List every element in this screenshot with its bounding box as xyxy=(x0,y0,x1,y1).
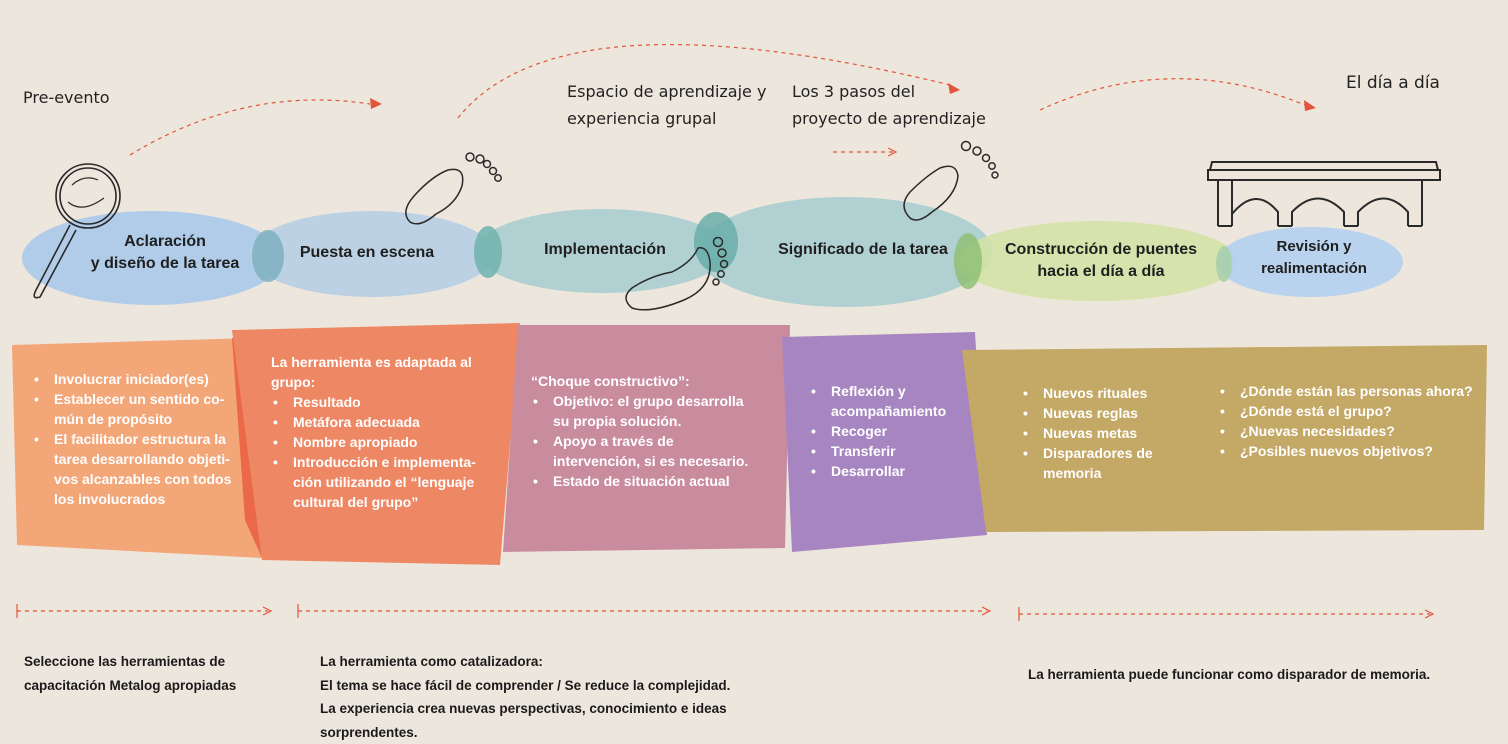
overlap-1 xyxy=(252,230,284,282)
label-dia-a-dia: El día a día xyxy=(1346,73,1440,93)
phase-ellipse-6 xyxy=(1217,227,1403,297)
panel-6: ¿Dónde están las personas ahora? ¿Dónde … xyxy=(1218,381,1486,461)
label-espacio-line-2: experiencia grupal xyxy=(567,109,717,128)
overlap-3 xyxy=(694,212,738,272)
panel-6-list: ¿Dónde están las personas ahora? ¿Dónde … xyxy=(1218,381,1486,461)
footprint-icon-2 xyxy=(625,236,729,311)
panel-4-item-1: Reflexión y acompañamiento xyxy=(811,381,969,421)
dashed-arrows xyxy=(17,43,1430,615)
phase-label-1-line-2: y diseño de la tarea xyxy=(90,255,240,272)
panel-2-item-3: Nombre apropiado xyxy=(273,432,489,452)
bottom-left-line-2: capacitación Metalog apropiadas xyxy=(24,677,237,693)
label-pasos-line-2: proyecto de aprendizaje xyxy=(792,109,986,128)
panel-3-list: Objetivo: el grupo desarrolla su propia … xyxy=(531,391,759,491)
label-pasos-line-1: Los 3 pasos del xyxy=(792,82,916,101)
panel-3-item-3: Estado de situación actual xyxy=(533,471,759,491)
panel-2-item-4: Introducción e implementa-ción utilizand… xyxy=(273,452,489,512)
panel-1-item-1: Involucrar iniciador(es) xyxy=(34,369,237,389)
phase-label-5-line-1: Construcción de puentes xyxy=(1004,241,1198,258)
phase-label-3: Implementación xyxy=(544,241,666,258)
panel-5: Nuevos rituales Nuevas reglas Nuevas met… xyxy=(1021,383,1181,483)
panel-1-item-3: El facilitador estructura la tarea desar… xyxy=(34,429,237,509)
overlap-4 xyxy=(954,233,982,289)
panel-2: La herramienta es adaptada al grupo: Res… xyxy=(271,352,489,512)
panel-3-item-2: Apoyo a través de intervención, si es ne… xyxy=(533,431,759,471)
panel-6-item-3: ¿Nuevas necesidades? xyxy=(1220,421,1486,441)
panel-2-list: Resultado Metáfora adecuada Nombre aprop… xyxy=(271,392,489,512)
phase-label-1: Aclaración y diseño de la tarea xyxy=(70,231,260,275)
panel-5-item-2: Nuevas reglas xyxy=(1023,403,1181,423)
arrow-heads xyxy=(370,83,1316,111)
overlap-2 xyxy=(474,226,502,278)
panel-1-list: Involucrar iniciador(es) Establecer un s… xyxy=(32,369,237,509)
label-espacio: Espacio de aprendizaje y experiencia gru… xyxy=(567,78,766,132)
panel-5-item-1: Nuevos rituales xyxy=(1023,383,1181,403)
panel-3-intro: “Choque constructivo”: xyxy=(531,373,690,389)
panel-4-list: Reflexión y acompañamiento Recoger Trans… xyxy=(809,381,969,481)
panel-2-intro: La herramienta es adaptada al grupo: xyxy=(271,354,472,390)
arrow-chevrons xyxy=(16,147,1435,621)
bridge-icon xyxy=(1207,161,1441,227)
bottom-left-line-1: Seleccione las herramientas de xyxy=(24,654,226,669)
footprint-icon xyxy=(405,152,502,225)
label-pre-evento: Pre-evento xyxy=(23,88,110,107)
phase-label-6: Revisión y realimentación xyxy=(1228,236,1400,280)
panel-6-item-4: ¿Posibles nuevos objetivos? xyxy=(1220,441,1486,461)
panel-4-item-4: Desarrollar xyxy=(811,461,969,481)
phase-label-1-line-1: Aclaración xyxy=(124,233,206,250)
phase-label-5: Construcción de puentes hacia el día a d… xyxy=(986,239,1216,283)
bottom-text-left: Seleccione las herramientas de capacitac… xyxy=(24,650,284,697)
bottom-text-middle: La herramienta como catalizadora: El tem… xyxy=(320,650,790,744)
bottom-middle-line-2: El tema se hace fácil de comprender / Se… xyxy=(320,677,731,693)
overlap-5 xyxy=(1216,246,1232,282)
panel-5-item-3: Nuevas metas xyxy=(1023,423,1181,443)
panel-1-item-2: Establecer un sentido co-mún de propósit… xyxy=(34,389,237,429)
panel-4-item-2: Recoger xyxy=(811,421,969,441)
label-pasos: Los 3 pasos del proyecto de aprendizaje xyxy=(792,78,986,132)
label-espacio-line-1: Espacio de aprendizaje y xyxy=(567,82,767,101)
panel-3: “Choque constructivo”: Objetivo: el grup… xyxy=(531,371,759,491)
panel-5-item-4: Disparadores de memoria xyxy=(1023,443,1181,483)
panel-2-item-2: Metáfora adecuada xyxy=(273,412,489,432)
phase-ellipse-3 xyxy=(477,209,727,293)
phase-label-4: Significado de la tarea xyxy=(778,241,948,258)
bottom-text-right: La herramienta puede funcionar como disp… xyxy=(1028,667,1431,682)
footprint-icon-3 xyxy=(903,140,999,221)
phase-label-6-line-1: Revisión y xyxy=(1276,238,1352,255)
phase-label-6-line-2: realimentación xyxy=(1261,260,1367,277)
bottom-middle-line-1: La herramienta como catalizadora: xyxy=(320,654,543,669)
phase-label-2: Puesta en escena xyxy=(299,244,435,261)
phase-ellipse-1 xyxy=(22,211,282,305)
phase-ellipse-4 xyxy=(697,197,993,307)
panel-3-item-1: Objetivo: el grupo desarrolla su propia … xyxy=(533,391,759,431)
phase-ellipse-2 xyxy=(250,211,494,297)
panel-4-item-3: Transferir xyxy=(811,441,969,461)
bottom-middle-line-4: sorprendentes. xyxy=(320,724,418,740)
phase-label-5-line-2: hacia el día a día xyxy=(1037,263,1165,280)
panel-5-list: Nuevos rituales Nuevas reglas Nuevas met… xyxy=(1021,383,1181,483)
phase-ellipse-5 xyxy=(957,221,1237,301)
panel-6-item-2: ¿Dónde está el grupo? xyxy=(1220,401,1486,421)
panel-1: Involucrar iniciador(es) Establecer un s… xyxy=(32,369,237,509)
panel-2-item-1: Resultado xyxy=(273,392,489,412)
magnifier-icon xyxy=(33,163,121,299)
panel-4: Reflexión y acompañamiento Recoger Trans… xyxy=(809,381,969,481)
panel-6-item-1: ¿Dónde están las personas ahora? xyxy=(1220,381,1486,401)
phase-ellipses xyxy=(22,197,1403,307)
bottom-middle-line-3: La experiencia crea nuevas perspectivas,… xyxy=(320,701,727,716)
